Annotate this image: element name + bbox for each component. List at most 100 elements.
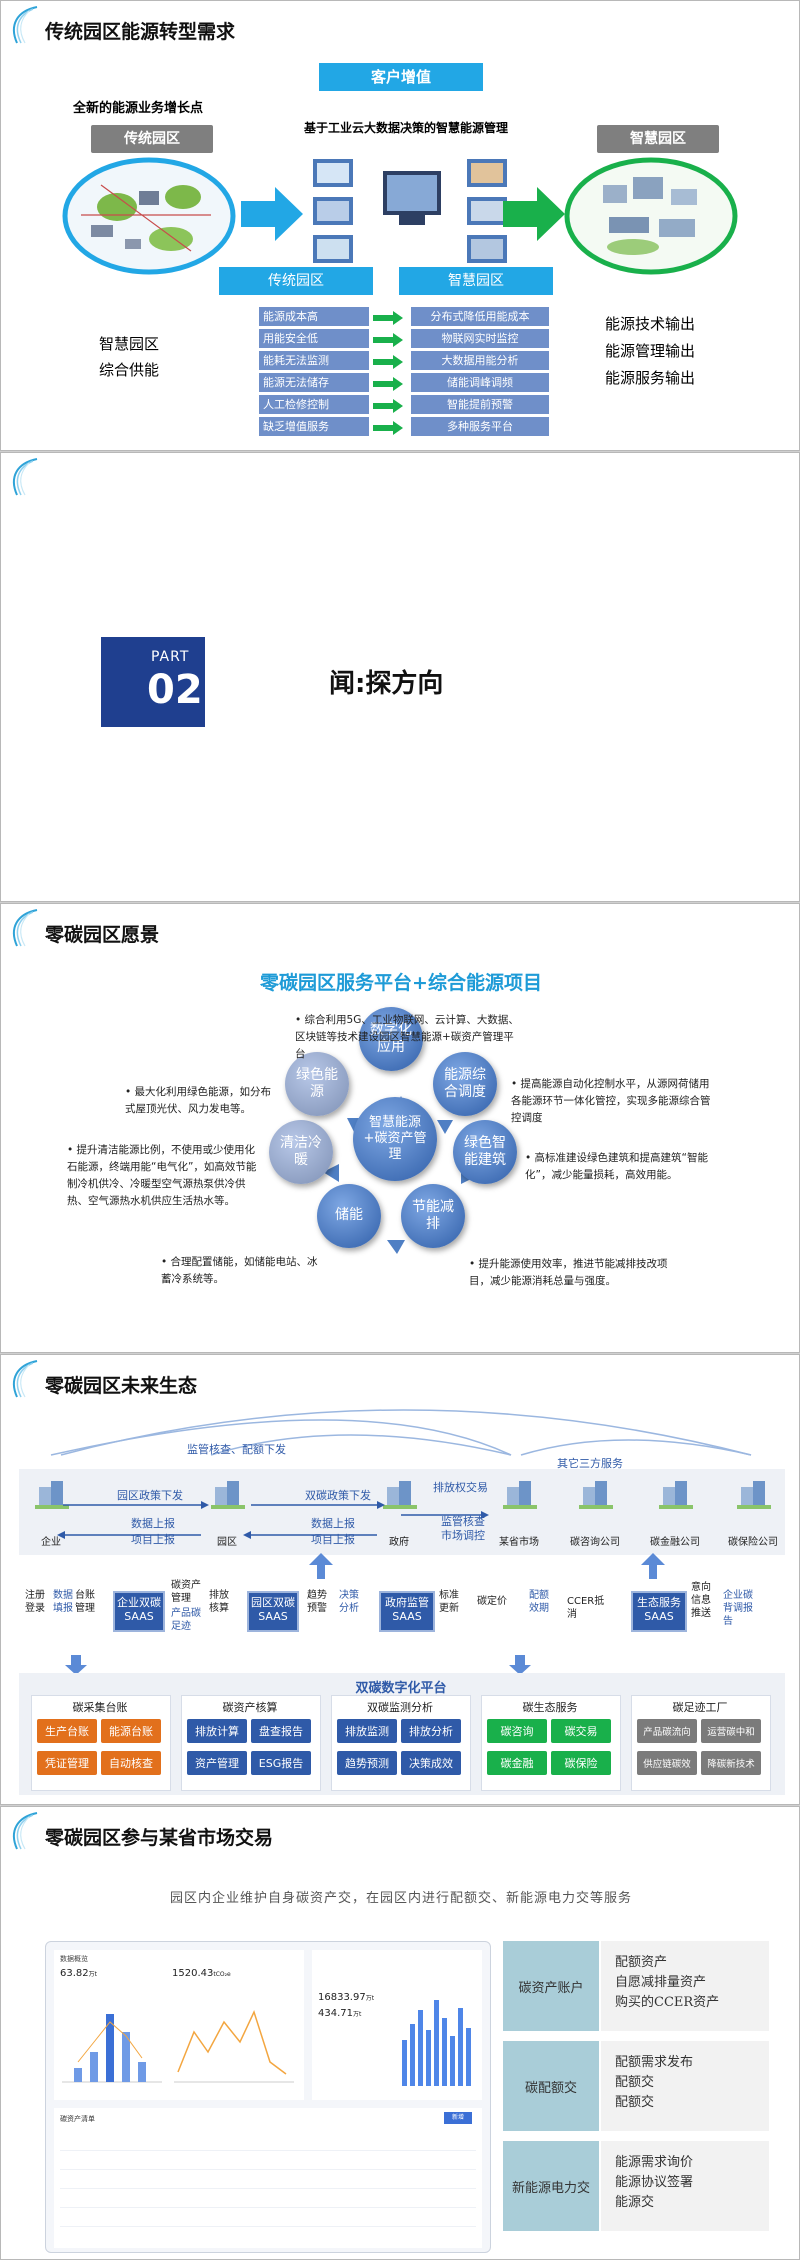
row-solution: 分布式降低用能成本 bbox=[411, 307, 549, 326]
function-label: 标准更新 bbox=[439, 1590, 459, 1614]
group-chip[interactable]: 降碳新技术 bbox=[701, 1751, 761, 1775]
group-chip[interactable]: 运营碳中和 bbox=[701, 1719, 761, 1743]
group-chip[interactable]: 盘查报告 bbox=[251, 1719, 311, 1743]
right-line: 能源服务输出 bbox=[605, 369, 696, 387]
bubble-dispatch: 能源综合调度 bbox=[433, 1052, 497, 1116]
group-chip[interactable]: ESG报告 bbox=[251, 1751, 311, 1775]
slide-ecosystem: 零碳园区未来生态 监管核查、配额下发 其它三方服务 企业园区政府某省市场碳咨询公… bbox=[0, 1354, 800, 1805]
building-icon bbox=[35, 1479, 69, 1513]
metric-2: 1520.43tCO₂e bbox=[172, 1968, 231, 1979]
saas-gov: 政府监管SAAS bbox=[379, 1591, 435, 1632]
bubble-saving: 节能减排 bbox=[401, 1184, 465, 1248]
note-text: 合理配置储能，如储能电站、冰蓄冷系统等。 bbox=[161, 1256, 318, 1285]
row-problem: 用能安全低 bbox=[259, 329, 369, 348]
slide-vision: 零碳园区愿景 零碳园区服务平台+综合能源项目 智慧能源+碳资产管理 数字化应用 … bbox=[0, 903, 800, 1353]
section-heading: 闻:探方向 bbox=[329, 669, 444, 699]
function-label: 趋势预警 bbox=[307, 1590, 327, 1614]
slide-title: 零碳园区参与某省市场交易 bbox=[45, 1827, 274, 1849]
service-detail: 能源需求询价能源协议签署能源交 bbox=[601, 2141, 769, 2231]
function-label: 碳资产管理 bbox=[171, 1580, 201, 1604]
function-label: 数据填报 bbox=[53, 1590, 73, 1614]
swirl-logo-icon bbox=[12, 909, 38, 947]
note-text: 提升清洁能源比例，不使用或少使用化石能源，终端用能“电气化”，如高效节能制冷机供… bbox=[67, 1144, 257, 1207]
smart-park-illustration bbox=[564, 157, 738, 275]
row-arrow-icon bbox=[373, 398, 403, 417]
swirl-logo-icon bbox=[12, 1360, 38, 1398]
flow-arrow-left-icon bbox=[241, 187, 303, 241]
note-left-2: • 提升清洁能源比例，不使用或少使用化石能源，终端用能“电气化”，如高效节能制冷… bbox=[67, 1144, 257, 1207]
slide-market-trade: 零碳园区参与某省市场交易 园区内企业维护自身碳资产交，在园区内进行配额交、新能源… bbox=[0, 1806, 800, 2260]
bubble-green-energy: 绿色能源 bbox=[285, 1052, 349, 1116]
report-up-label: 数据上报 bbox=[131, 1517, 175, 1530]
group-chip[interactable]: 资产管理 bbox=[187, 1751, 247, 1775]
row-problem: 能耗无法监测 bbox=[259, 351, 369, 370]
group-chip[interactable]: 产品碳流向 bbox=[637, 1719, 697, 1743]
report-up-label: 数据上报 bbox=[311, 1517, 355, 1530]
note-text: 最大化利用绿色能源，如分布式屋顶光伏、风力发电等。 bbox=[125, 1086, 272, 1115]
function-label: 企业碳背调报告 bbox=[723, 1590, 753, 1627]
group-chip[interactable]: 排放分析 bbox=[401, 1719, 461, 1743]
overview-label: 数据概览 bbox=[60, 1955, 88, 1963]
function-label: 碳定价 bbox=[477, 1596, 507, 1607]
platform-group bbox=[181, 1695, 321, 1791]
group-chip[interactable]: 自动核查 bbox=[101, 1751, 161, 1775]
platform-group bbox=[481, 1695, 621, 1791]
group-chip[interactable]: 凭证管理 bbox=[37, 1751, 97, 1775]
row-problem: 缺乏增值服务 bbox=[259, 417, 369, 436]
group-chip[interactable]: 能源台账 bbox=[101, 1719, 161, 1743]
slide-title: 传统园区能源转型需求 bbox=[45, 21, 236, 43]
trade-subtitle: 园区内企业维护自身碳资产交，在园区内进行配额交、新能源电力交等服务 bbox=[169, 1891, 632, 1906]
group-title: 碳足迹工厂 bbox=[672, 1701, 728, 1714]
add-button[interactable]: 新增 bbox=[444, 2112, 472, 2124]
project-up-label: 项目上报 bbox=[311, 1533, 355, 1546]
entity-label: 政府 bbox=[389, 1537, 409, 1548]
platform-group bbox=[31, 1695, 171, 1791]
service-detail: 配额需求发布配额交配额交 bbox=[601, 2041, 769, 2131]
group-chip[interactable]: 排放监测 bbox=[337, 1719, 397, 1743]
metric-value: 434.71 bbox=[318, 2008, 353, 2019]
group-chip[interactable]: 碳交易 bbox=[551, 1719, 611, 1743]
entity-label: 园区 bbox=[217, 1537, 237, 1548]
left-text: 智慧园区 综合供能 bbox=[99, 331, 159, 383]
group-chip[interactable]: 碳咨询 bbox=[487, 1719, 547, 1743]
smart-park-tag: 智慧园区 bbox=[597, 125, 719, 153]
arc-lines bbox=[50, 1409, 752, 1456]
table-grid bbox=[60, 2132, 476, 2242]
saas-eco: 生态服务SAAS bbox=[631, 1591, 687, 1632]
platform-title: 双碳数字化平台 bbox=[355, 1681, 447, 1696]
platform-group bbox=[331, 1695, 471, 1791]
mini-bar-chart bbox=[62, 2014, 162, 2083]
group-chip[interactable]: 碳金融 bbox=[487, 1751, 547, 1775]
service-line: 能源需求询价 bbox=[615, 2155, 694, 2170]
metric-4: 434.71万t bbox=[318, 2008, 361, 2019]
project-up-label: 项目上报 bbox=[131, 1533, 175, 1546]
panel-table: 碳资产清单 新增 bbox=[54, 2108, 482, 2248]
entity-label: 碳咨询公司 bbox=[570, 1537, 620, 1548]
swirl-logo-icon bbox=[12, 1812, 38, 1850]
new-growth-label: 全新的能源业务增长点 bbox=[73, 101, 204, 116]
building-icon bbox=[659, 1479, 693, 1513]
group-chip[interactable]: 生产台账 bbox=[37, 1719, 97, 1743]
market-ctrl-label: 市场调控 bbox=[441, 1529, 485, 1542]
group-chip[interactable]: 供应链碳效 bbox=[637, 1751, 697, 1775]
note-right-3: • 提升能源使用效率，推进节能减排技改项目，减少能源消耗总量与强度。 bbox=[469, 1258, 668, 1287]
right-text: 能源技术输出 能源管理输出 能源服务输出 bbox=[605, 311, 695, 392]
service-line: 配额交 bbox=[615, 2095, 655, 2110]
service-name: 碳配额交 bbox=[503, 2041, 599, 2131]
metric-value: 63.82 bbox=[60, 1968, 89, 1979]
bubble-digital: 数字化应用 bbox=[359, 1007, 423, 1071]
group-chip[interactable]: 决策成效 bbox=[401, 1751, 461, 1775]
function-label: 排放核算 bbox=[209, 1590, 229, 1614]
group-chip[interactable]: 碳保险 bbox=[551, 1751, 611, 1775]
col-smart-tag: 智慧园区 bbox=[399, 267, 553, 295]
row-arrow-icon bbox=[373, 420, 403, 439]
swirl-logo-icon bbox=[12, 458, 38, 496]
arc-right-label: 其它三方服务 bbox=[557, 1457, 623, 1470]
building-icon bbox=[737, 1479, 771, 1513]
up-arrow-icon bbox=[641, 1553, 665, 1579]
devices-illustration bbox=[313, 159, 507, 263]
hub-center: 智慧能源+碳资产管理 bbox=[353, 1097, 437, 1181]
group-chip[interactable]: 趋势预测 bbox=[337, 1751, 397, 1775]
metric-unit: tCO₂e bbox=[213, 1971, 231, 1978]
group-chip[interactable]: 排放计算 bbox=[187, 1719, 247, 1743]
